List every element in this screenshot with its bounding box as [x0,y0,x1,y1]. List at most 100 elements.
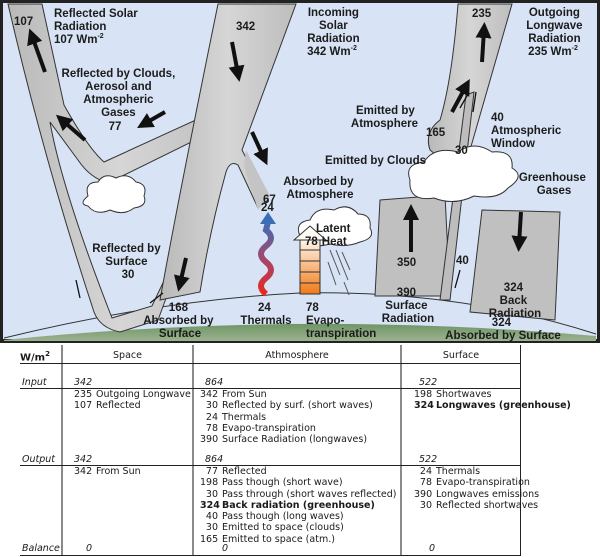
row-value: 30 [419,499,432,511]
value-incoming-342: 342 [236,21,255,33]
value-thermals-top: 24 [261,202,274,214]
row-description: Reflected [96,400,141,412]
table-row: 30 Pass through (short waves reflected) [200,488,397,500]
flow-arrows [27,22,528,292]
row-value: 198 [200,477,219,489]
label-incoming-solar: Incoming Solar Radiation 342 Wm-2 [307,7,363,58]
label-reflected-by-clouds: Reflected by Clouds, Aerosol and Atmosph… [62,68,179,133]
energy-budget-diagram: Reflected Solar Radiation 107 Wm-2 107 3… [0,0,600,343]
row-value: 165 [200,533,219,545]
table-row: 78 Evapo-transpiration [414,477,539,488]
label-absorbed-by-surface-324: 324 Absorbed by Surface [445,317,561,342]
input-rule [20,388,520,389]
back-radiation-block [469,209,561,321]
row-description: Shortwaves [436,389,492,400]
column-divider [520,345,521,556]
balance-surface: 0 [429,543,436,554]
row-description: Outgoing Longwave [96,389,191,400]
output-rule [20,465,520,466]
cloud-icon [82,175,146,214]
value-window-low-40: 40 [456,255,469,267]
row-description: Reflected shortwaves [436,499,539,511]
row-value: 78 [419,477,432,489]
row-description: Pass through (short waves reflected) [222,488,397,500]
balance-space: 0 [86,543,93,554]
label-thermals: 24 Thermals [240,302,291,327]
incoming-solar-band [159,3,297,301]
ground [4,323,596,341]
row-description: Pass though (short wave) [222,477,343,489]
output-total-surface: 522 [419,454,438,465]
row-description: Evapo-transpiration [222,422,316,434]
row-description: Back radiation (greenhouse) [222,499,375,511]
column-header-surface: Surface [442,350,480,361]
row-value: 30 [205,522,218,534]
table-row: 30 Emitted to space (clouds) [200,522,396,533]
row-description: Longwaves (greenhouse) [436,400,571,412]
header-rule [20,363,520,364]
input-total-space: 342 [74,377,93,388]
row-value: 24 [205,411,218,423]
column-header-atmosphere: Athmosphere [265,350,329,361]
row-description: Surface Radiation (longwaves) [222,434,368,446]
row-description: Evapo-transpiration [436,477,530,489]
label-evapotranspiration: 78 Evapo- transpiration [306,302,376,340]
input-total-surface: 522 [419,377,438,388]
label-back-radiation: 324 Back Radiation [489,282,541,320]
row-description: Emitted to space (clouds) [222,522,344,534]
value-reflected-107: 107 [14,16,33,28]
row-value: 30 [205,488,218,500]
table-row: 78 Evapo-transpiration [200,423,373,434]
row-label-output: Output [22,454,55,465]
value-emitted-clouds-30: 30 [455,145,468,157]
row-description: Pass though (long waves) [222,511,344,523]
value-outgoing-235: 235 [472,8,492,20]
value-350: 350 [397,257,416,269]
evapotranspiration-arrow [292,225,328,295]
row-value: 390 [414,488,433,500]
balance-rule [20,555,520,556]
thin-arrows [75,91,477,304]
cloud-icon [408,145,519,202]
thermals-arrow [258,221,274,297]
row-description: Reflected [222,466,267,477]
value-emitted-atm-165: 165 [426,127,446,139]
row-description: Longwaves emissions [436,488,540,500]
column-header-space: Space [113,350,142,361]
row-value: 24 [419,466,432,477]
row-value: 324 [414,400,434,412]
energy-budget-table: W/m2 Space Athmosphere Surface Input 342… [0,345,600,557]
row-value: 107 [74,400,93,412]
label-absorbed-by-atmosphere: Absorbed by Atmosphere [283,176,357,201]
row-value: 390 [200,434,219,446]
label-emitted-by-atmosphere: Emitted by Atmosphere [351,105,418,130]
row-value: 30 [205,400,218,412]
row-value: 78 [205,422,218,434]
row-value: 198 [414,389,433,400]
input-total-atmosphere: 864 [205,377,224,388]
label-atmospheric-window: 40 Atmospheric Window [491,112,565,150]
label-emitted-by-clouds: Emitted by Clouds [325,155,426,167]
column-divider [61,345,63,556]
column-divider [400,345,402,556]
row-label-input: Input [22,377,47,388]
